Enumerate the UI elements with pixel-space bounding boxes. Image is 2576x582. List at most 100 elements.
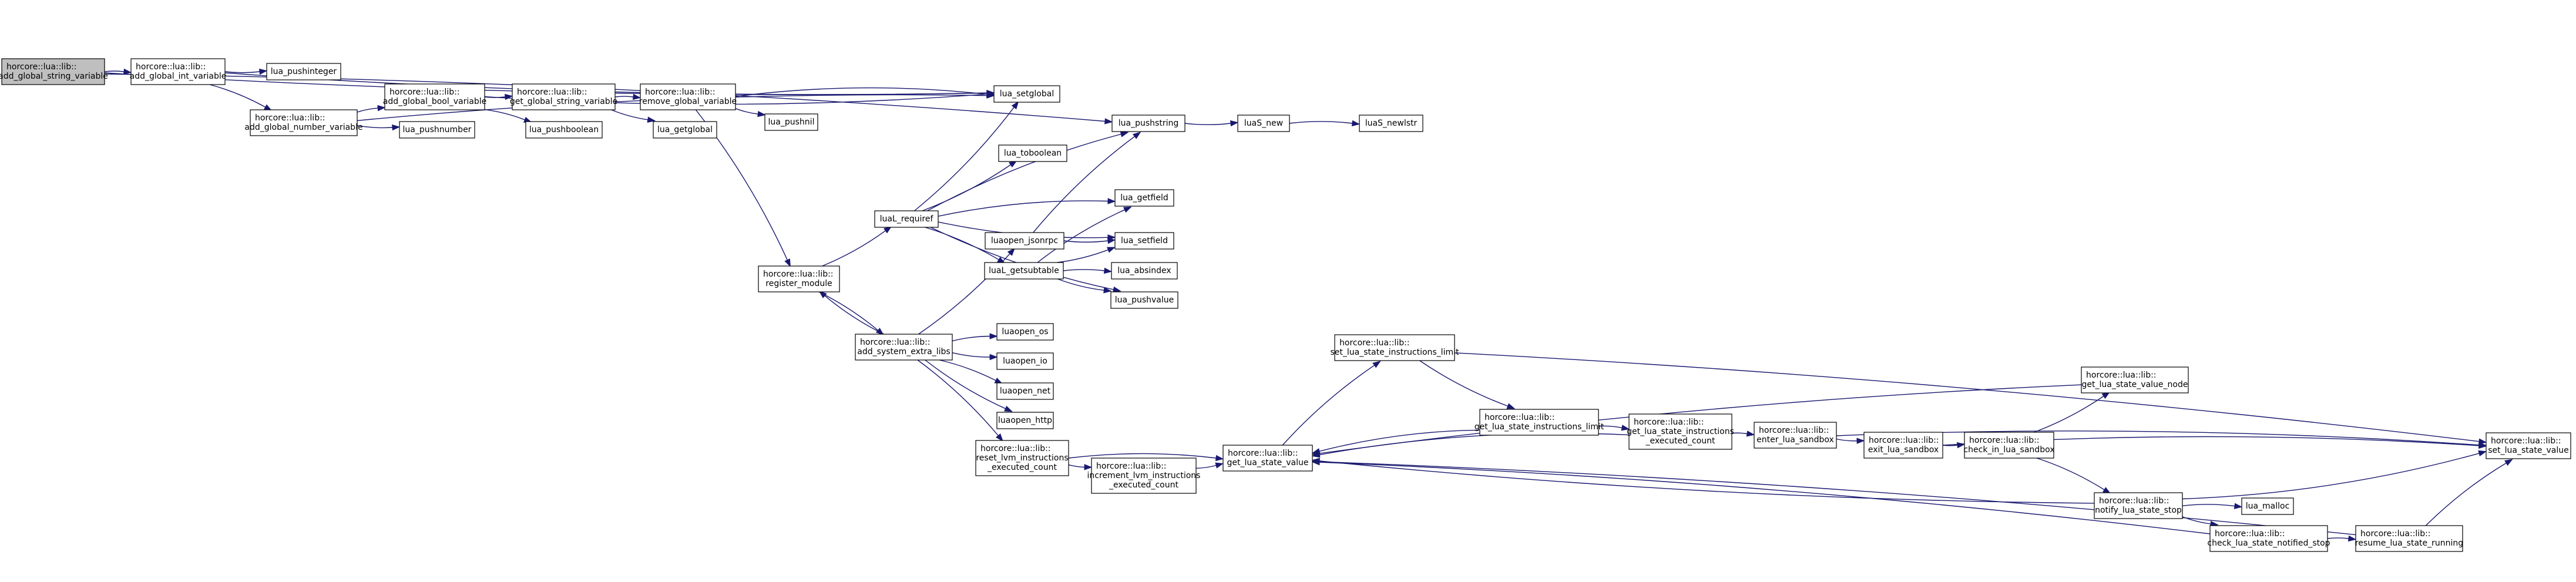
node-check_in_lua_sandbox[interactable]: horcore::lua::lib::check_in_lua_sandbox [1963,432,2055,459]
node-get_lua_state_instructions_limit[interactable]: horcore::lua::lib::get_lua_state_instruc… [1475,409,1604,436]
node-label-line: horcore::lua::lib:: [1485,413,1555,422]
node-box[interactable] [874,210,939,228]
node-lua_pushnil[interactable]: lua_pushnil [764,113,818,131]
node-box[interactable] [250,109,358,136]
node-luaopen_http[interactable]: luaopen_http [996,412,1054,429]
node-luaL_getsubtable[interactable]: luaL_getsubtable [984,262,1064,280]
edge-line [104,70,125,72]
node-add_global_int_variable[interactable]: horcore::lua::lib::add_global_int_variab… [130,58,227,85]
node-box[interactable] [1111,262,1178,280]
node-increment_lvm_instructions_executed_count[interactable]: horcore::lua::lib::increment_lvm_instruc… [1087,457,1201,494]
node-get_global_string_variable[interactable]: horcore::lua::lib::get_global_string_var… [510,83,617,110]
node-box[interactable] [512,83,616,110]
node-get_lua_state_instructions_executed_count[interactable]: horcore::lua::lib::get_lua_state_instruc… [1627,413,1734,450]
node-add_global_number_variable[interactable]: horcore::lua::lib::add_global_number_var… [244,109,363,136]
node-box[interactable] [996,352,1054,370]
node-box[interactable] [855,334,953,361]
node-box[interactable] [1091,457,1197,494]
node-add_system_extra_libs[interactable]: horcore::lua::lib::add_system_extra_libs [855,334,953,361]
node-box[interactable] [1114,189,1174,207]
node-box[interactable] [998,144,1067,162]
node-box[interactable] [1863,432,1943,459]
node-box[interactable] [640,83,736,110]
node-luaS_newlstr[interactable]: luaS_newlstr [1359,115,1423,132]
node-set_lua_state_instructions_limit[interactable]: horcore::lua::lib::set_lua_state_instruc… [1331,334,1459,361]
node-get_lua_state_value_node[interactable]: horcore::lua::lib::get_lua_state_value_n… [2081,366,2189,393]
node-luaopen_net[interactable]: luaopen_net [996,382,1054,400]
node-box[interactable] [2486,432,2571,459]
node-box[interactable] [1334,334,1455,361]
node-add_global_bool_variable[interactable]: horcore::lua::lib::add_global_bool_varia… [383,83,486,110]
node-box[interactable] [2081,366,2189,393]
node-resume_lua_state_running[interactable]: horcore::lua::lib::resume_lua_state_runn… [2355,525,2463,552]
node-box[interactable] [984,262,1064,280]
node-box[interactable] [2355,525,2463,552]
node-box[interactable] [653,121,717,139]
node-luaL_requiref[interactable]: luaL_requiref [874,210,939,228]
node-luaopen_io[interactable]: luaopen_io [996,352,1054,370]
node-box[interactable] [384,83,485,110]
node-label-line: _executed_count [987,463,1057,472]
node-box[interactable] [1111,115,1185,132]
node-lua_getfield[interactable]: lua_getfield [1114,189,1174,207]
node-box[interactable] [1479,409,1599,436]
node-box[interactable] [2094,492,2183,519]
node-box[interactable] [1964,432,2054,459]
node-box[interactable] [993,85,1060,103]
node-lua_toboolean[interactable]: lua_toboolean [998,144,1067,162]
node-lua_pushinteger[interactable]: lua_pushinteger [266,63,341,80]
node-exit_lua_sandbox[interactable]: horcore::lua::lib::exit_lua_sandbox [1863,432,1943,459]
node-box[interactable] [764,113,818,131]
node-luaopen_os[interactable]: luaopen_os [996,323,1054,341]
node-box[interactable] [975,440,1069,476]
node-box[interactable] [1,58,105,85]
node-lua_setfield[interactable]: lua_setfield [1114,232,1174,250]
node-box[interactable] [1628,413,1732,450]
node-reset_lvm_instructions_executed_count[interactable]: horcore::lua::lib::reset_lvm_instruction… [975,440,1069,476]
node-lua_pushnumber[interactable]: lua_pushnumber [399,121,475,139]
node-enter_lua_sandbox[interactable]: horcore::lua::lib::enter_lua_sandbox [1754,422,1837,449]
node-label-line: horcore::lua::lib:: [1869,436,1939,445]
node-add_global_string_variable[interactable]: horcore::lua::lib::add_global_string_var… [0,58,108,85]
edges-layer [104,68,2513,542]
node-lua_getglobal[interactable]: lua_getglobal [653,121,717,139]
node-box[interactable] [1359,115,1423,132]
node-box[interactable] [1110,291,1178,309]
node-lua_malloc[interactable]: lua_malloc [2241,497,2294,515]
node-label-line: lua_getfield [1120,193,1168,203]
node-label-line: lua_toboolean [1004,149,1062,158]
node-box[interactable] [525,121,603,139]
node-box[interactable] [2209,525,2328,552]
node-remove_global_variable[interactable]: horcore::lua::lib::remove_global_variabl… [639,83,737,110]
node-box[interactable] [399,121,475,139]
node-lua_pushstring[interactable]: lua_pushstring [1111,115,1185,132]
edge-luaL_requiref-to-lua_setglobal [914,100,1019,211]
node-label-line: add_global_number_variable [244,123,362,132]
node-box[interactable] [996,412,1054,429]
node-set_lua_state_value[interactable]: horcore::lua::lib::set_lua_state_value [2486,432,2571,459]
edge-line [1454,352,2480,442]
node-box[interactable] [2241,497,2294,515]
node-box[interactable] [130,58,226,85]
node-box[interactable] [1222,445,1313,472]
node-box[interactable] [1114,232,1174,250]
node-box[interactable] [1754,422,1837,449]
node-box[interactable] [985,232,1064,250]
node-box[interactable] [266,63,341,80]
node-notify_lua_state_stop[interactable]: horcore::lua::lib::notify_lua_state_stop [2094,492,2183,519]
node-lua_pushvalue[interactable]: lua_pushvalue [1110,291,1178,309]
node-luaopen_jsonrpc[interactable]: luaopen_jsonrpc [985,232,1064,250]
node-get_lua_state_value[interactable]: horcore::lua::lib::get_lua_state_value [1222,445,1313,472]
node-box[interactable] [996,382,1054,400]
node-box[interactable] [758,265,840,292]
edge-line [357,125,393,129]
node-lua_setglobal[interactable]: lua_setglobal [993,85,1060,103]
node-luaS_new[interactable]: luaS_new [1237,115,1290,132]
node-check_lua_state_notified_stop[interactable]: horcore::lua::lib::check_lua_state_notif… [2207,525,2330,552]
node-lua_absindex[interactable]: lua_absindex [1111,262,1178,280]
node-lua_pushboolean[interactable]: lua_pushboolean [525,121,603,139]
node-register_module[interactable]: horcore::lua::lib::register_module [758,265,840,292]
node-box[interactable] [996,323,1054,341]
node-label-line: horcore::lua::lib:: [2360,529,2431,539]
node-box[interactable] [1237,115,1290,132]
